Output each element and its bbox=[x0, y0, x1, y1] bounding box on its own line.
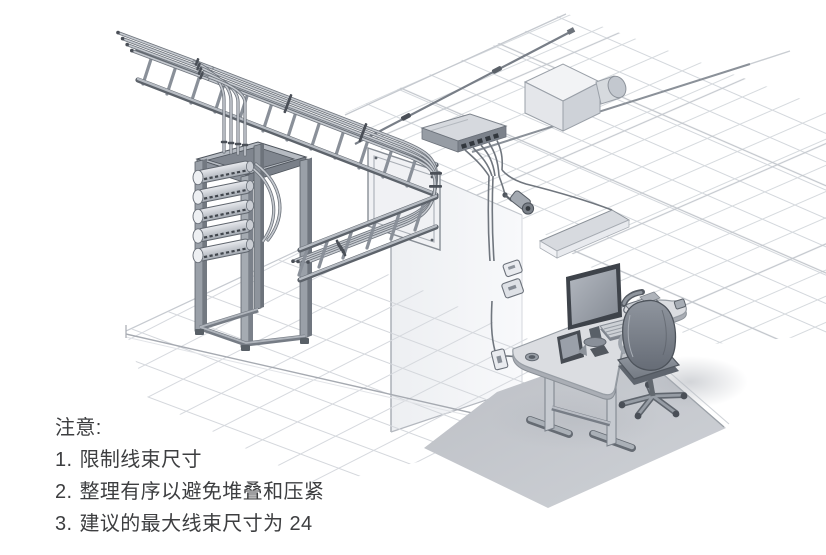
patch-panels bbox=[192, 160, 254, 264]
wall-outlet bbox=[490, 348, 509, 371]
note-number: 1. bbox=[55, 449, 73, 471]
ladder-rungs bbox=[297, 200, 426, 277]
notes-heading: 注意: bbox=[55, 417, 102, 439]
cable-ladder-run-2 bbox=[297, 194, 439, 283]
chair-base bbox=[618, 378, 688, 420]
note-text: 建议的最大线束尺寸为 24 bbox=[79, 513, 313, 535]
switch-ports bbox=[460, 133, 500, 149]
patch-panel bbox=[192, 160, 254, 186]
note-text: 限制线束尺寸 bbox=[79, 449, 202, 471]
monitor bbox=[566, 263, 622, 347]
light-cable bbox=[501, 169, 613, 211]
office-chair bbox=[616, 299, 688, 420]
hvac-duct bbox=[595, 75, 627, 105]
cable-coupler bbox=[491, 66, 502, 74]
ceiling-cable-run-riser bbox=[354, 27, 576, 145]
cable-end-connector bbox=[566, 27, 576, 35]
cable-ladder-run-1 bbox=[135, 47, 439, 198]
rack-service-loop bbox=[248, 162, 282, 243]
note-number: 2. bbox=[55, 481, 73, 503]
desk-pad bbox=[590, 345, 609, 357]
tablet bbox=[557, 330, 587, 364]
desk-clamp bbox=[673, 298, 687, 310]
wall-plate-upper bbox=[502, 259, 523, 278]
rack-post-rear bbox=[253, 143, 264, 311]
notes: 注意: 1. 限制线束尺寸 2. 整理有序以避免堆叠和压紧 3. 建议的最大线束尺寸为… bbox=[55, 412, 324, 540]
desk-grommet bbox=[525, 352, 539, 362]
note-number: 3. bbox=[55, 513, 73, 535]
switch-cables bbox=[464, 140, 504, 177]
note-line: 2. 整理有序以避免堆叠和压紧 bbox=[55, 476, 324, 508]
phone-cord bbox=[623, 306, 627, 314]
patch-panel bbox=[192, 238, 254, 264]
security-camera bbox=[502, 190, 535, 215]
patch-panel bbox=[192, 219, 254, 244]
desk-shadow bbox=[490, 390, 660, 450]
chair-back bbox=[622, 299, 677, 371]
monitor-screen bbox=[570, 269, 618, 325]
light-fixture bbox=[538, 209, 631, 259]
open-frame-rack bbox=[192, 141, 312, 351]
wall-cables bbox=[487, 175, 496, 352]
cable-drop-bundle bbox=[192, 60, 247, 157]
hvac-unit bbox=[523, 63, 627, 132]
chair-gas-lift bbox=[647, 378, 656, 397]
velcro-ties bbox=[194, 58, 442, 257]
wall-plate-lower bbox=[501, 278, 524, 299]
patch-panel bbox=[192, 199, 254, 225]
patch-panel bbox=[192, 180, 254, 205]
ceiling-cable-run-horizontal bbox=[471, 50, 791, 153]
desk-legs bbox=[526, 364, 636, 452]
cable-coupler bbox=[400, 113, 411, 121]
note-line: 1. 限制线束尺寸 bbox=[55, 444, 324, 476]
note-line: 3. 建议的最大线束尺寸为 24 bbox=[55, 508, 324, 540]
tablet-stand bbox=[578, 344, 587, 356]
note-text: 整理有序以避免堆叠和压紧 bbox=[79, 481, 325, 503]
ceiling-edge bbox=[344, 13, 567, 116]
network-switch bbox=[420, 113, 508, 153]
tablet-screen bbox=[560, 334, 580, 359]
rack-base bbox=[195, 307, 309, 351]
